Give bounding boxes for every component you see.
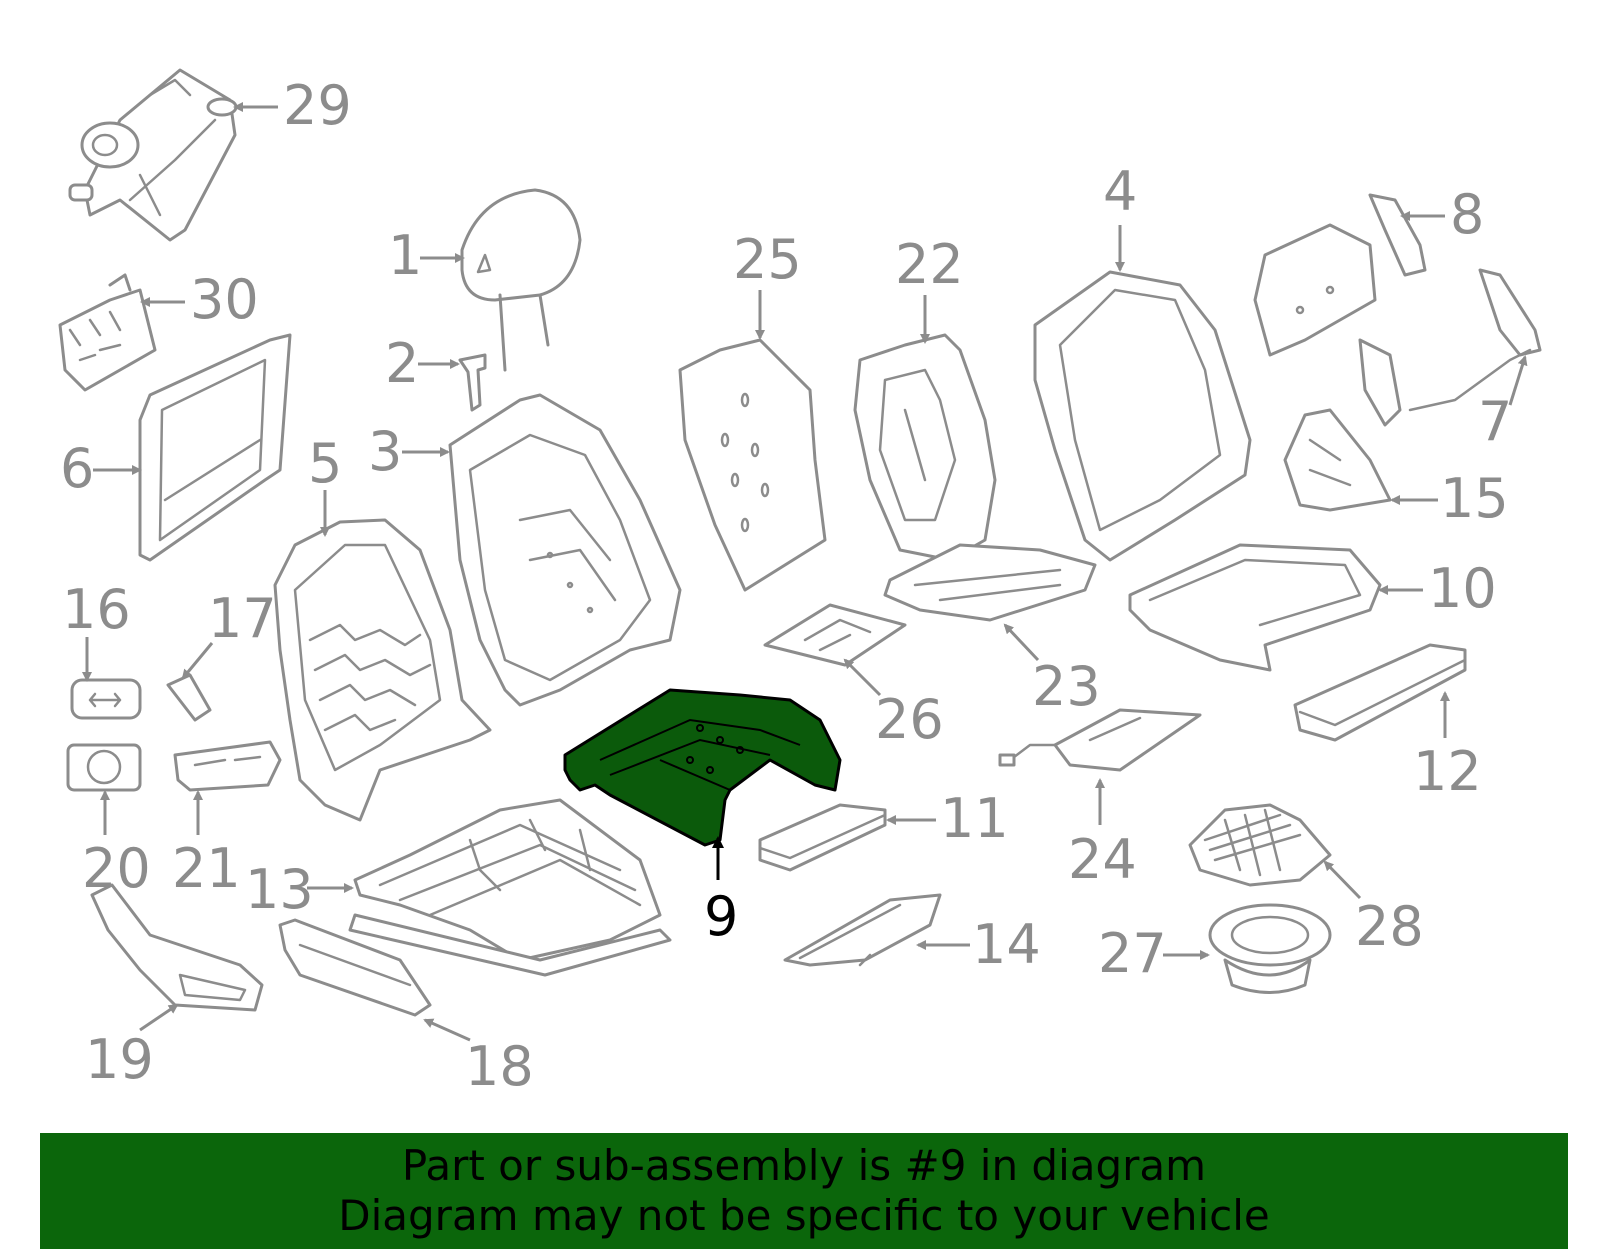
- part-14-trim-strip: [783, 893, 942, 967]
- callout-6: 6: [60, 437, 94, 500]
- part-29-pump-assembly: [68, 68, 238, 242]
- part-1-headrest: [460, 188, 582, 372]
- callout-1: 1: [388, 224, 422, 287]
- callout-30: 30: [190, 268, 259, 331]
- callout-9-highlighted: 9: [704, 885, 738, 948]
- callout-13: 13: [245, 858, 314, 921]
- part-18-side-shield: [278, 918, 432, 1017]
- callout-27: 27: [1098, 922, 1167, 985]
- part-19-side-trim: [90, 883, 264, 1012]
- part-4-back-cover: [1033, 270, 1252, 562]
- callout-4: 4: [1103, 160, 1137, 223]
- callout-21: 21: [172, 837, 241, 900]
- part-17-knob: [166, 673, 212, 722]
- callout-19: 19: [85, 1028, 154, 1091]
- callout-20: 20: [82, 837, 151, 900]
- info-banner: Part or sub-assembly is #9 in diagram Di…: [40, 1133, 1568, 1249]
- banner-line-2: Diagram may not be specific to your vehi…: [338, 1191, 1270, 1240]
- part-16-switch: [70, 678, 142, 720]
- part-13-seat-track: [348, 798, 672, 977]
- callout-16: 16: [62, 578, 131, 641]
- callout-28: 28: [1355, 895, 1424, 958]
- part-27-speaker: [1208, 903, 1332, 994]
- part-21-switch: [173, 740, 282, 792]
- part-12-side-pad: [1293, 643, 1467, 742]
- callout-8: 8: [1450, 183, 1484, 246]
- callout-23: 23: [1032, 655, 1101, 718]
- callout-labels: 29 30 6 1 2 3 5 25 22 4 8 7 15 10 12 24 …: [60, 74, 1512, 1098]
- part-26-plate: [763, 603, 907, 667]
- part-20-switch-module: [66, 743, 142, 792]
- part-9-seat-pan-highlighted: [563, 688, 842, 847]
- part-11-pad: [758, 803, 887, 872]
- part-15-trim: [1283, 408, 1392, 512]
- banner-line-1: Part or sub-assembly is #9 in diagram: [401, 1141, 1207, 1190]
- callout-24: 24: [1068, 828, 1137, 891]
- part-23-heater-mat-seat: [883, 543, 1097, 622]
- callout-12: 12: [1413, 740, 1482, 803]
- callout-arrows: [82, 102, 1528, 1042]
- callout-14: 14: [972, 913, 1041, 976]
- callout-22: 22: [895, 233, 964, 296]
- parts-diagram: 29 30 6 1 2 3 5 25 22 4 8 7 15 10 12 24 …: [58, 68, 1542, 1098]
- callout-17: 17: [208, 587, 277, 650]
- part-8-bracket: [1253, 193, 1427, 357]
- callout-7: 7: [1478, 390, 1512, 453]
- callout-29: 29: [283, 74, 352, 137]
- part-3-seat-back-cover: [448, 393, 682, 707]
- callout-5: 5: [308, 432, 342, 495]
- part-6-back-panel: [138, 333, 292, 562]
- part-5-seat-back-frame: [273, 518, 492, 822]
- callout-10: 10: [1428, 557, 1497, 620]
- part-28-speaker-grille: [1188, 803, 1332, 887]
- callout-3: 3: [368, 420, 402, 483]
- callout-18: 18: [465, 1035, 534, 1098]
- part-7-lumbar-wire: [1358, 268, 1542, 427]
- part-25-pad: [678, 338, 827, 592]
- callout-26: 26: [875, 688, 944, 751]
- part-24-heater: [998, 708, 1202, 772]
- callout-2: 2: [385, 332, 419, 395]
- callout-15: 15: [1440, 467, 1509, 530]
- part-2-guide-sleeve: [458, 353, 487, 412]
- part-10-seat-cushion: [1128, 543, 1382, 672]
- callout-11: 11: [940, 787, 1009, 850]
- callout-25: 25: [733, 228, 802, 291]
- part-22-heater-mat: [853, 333, 997, 562]
- part-30-bracket: [58, 273, 157, 392]
